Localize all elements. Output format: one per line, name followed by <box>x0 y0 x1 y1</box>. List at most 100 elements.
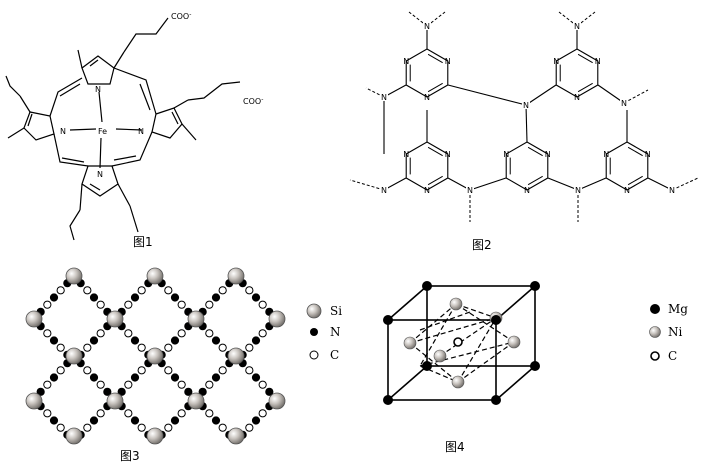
si-atom <box>106 392 124 410</box>
label-backdrop <box>573 21 581 30</box>
legend-mg-label: Mg <box>668 302 688 316</box>
double-bond <box>577 53 593 64</box>
mg-atom <box>422 361 432 371</box>
n-atom <box>251 373 261 382</box>
figure2-caption: 图2 <box>472 238 492 252</box>
n-atom <box>170 416 180 425</box>
triazine-ring <box>555 48 599 98</box>
n-atom <box>89 416 99 425</box>
n-bridge-bond <box>577 177 607 191</box>
ring-n-atom-label: N <box>595 57 601 66</box>
ring-n-atom-label: N <box>553 57 559 66</box>
label-backdrop <box>466 185 474 194</box>
figure3-network-lattice <box>25 267 286 445</box>
legend-n-dot <box>310 328 318 336</box>
n-atom <box>211 336 221 345</box>
c-atom-center <box>453 337 463 347</box>
c-atom <box>137 423 146 432</box>
si-atom <box>187 392 205 410</box>
c-atom <box>258 300 267 309</box>
n-atom <box>265 387 274 396</box>
c-atom <box>43 300 52 309</box>
c-atom <box>218 423 227 432</box>
n-atom <box>89 293 99 302</box>
ring-n-atom-label: N <box>403 150 409 159</box>
c-atom <box>137 343 146 352</box>
mg-atom <box>383 395 393 405</box>
c-atom <box>83 423 92 432</box>
dangling-bond <box>576 11 596 27</box>
c-atom <box>205 329 214 338</box>
n-atom <box>211 416 221 425</box>
si-atom <box>65 347 83 365</box>
n-atom <box>251 293 261 302</box>
bridge-n-atom-label: N <box>575 186 581 195</box>
figure4-unit-cell <box>383 281 540 405</box>
ring-n-atom-label: N <box>524 186 530 195</box>
si-atom <box>65 267 83 285</box>
bridge-n-atom-label: N <box>381 186 387 195</box>
c-atom <box>43 380 52 389</box>
ring-n-atom-label: N <box>603 150 609 159</box>
ring-n-atom-label: N <box>574 93 580 102</box>
n-atom <box>36 387 45 396</box>
c-atom <box>164 366 173 375</box>
n-atom <box>211 293 221 302</box>
double-bond <box>427 146 443 157</box>
c-atom <box>164 343 173 352</box>
c-atom <box>164 423 173 432</box>
double-bond <box>427 175 443 186</box>
label-backdrop <box>668 185 676 194</box>
n-atom <box>251 416 261 425</box>
ring-n-atom-label: N <box>424 186 430 195</box>
n-atom <box>184 387 193 396</box>
figure1-caption: 图1 <box>133 235 153 249</box>
mg-atom <box>491 315 501 325</box>
c-atom <box>205 300 214 309</box>
bridge-n-atom-label: N <box>381 93 387 102</box>
label-backdrop <box>423 21 431 30</box>
si-atom <box>106 310 124 328</box>
n-bridge-bond <box>547 177 579 191</box>
c-atom <box>245 343 254 352</box>
legend-ni-sphere <box>649 326 661 338</box>
ring-n-atom-label: N <box>445 150 451 159</box>
n-bridge-bond <box>447 84 527 106</box>
n-atom <box>130 416 140 425</box>
triazine-ring <box>605 141 649 191</box>
c-atom <box>124 380 133 389</box>
dangling-bond <box>623 89 649 104</box>
c-atom <box>245 366 254 375</box>
ni-atom <box>449 297 463 311</box>
double-bond <box>577 82 593 93</box>
c-atom <box>137 366 146 375</box>
legend-n-label: N <box>330 325 341 339</box>
si-atom <box>25 310 43 328</box>
c-atom <box>124 300 133 309</box>
ring-n-atom-label: N <box>624 186 630 195</box>
n-atom <box>130 293 140 302</box>
si-atom <box>65 427 83 445</box>
double-bond <box>427 82 443 93</box>
c-atom <box>177 380 186 389</box>
c-atom <box>218 286 227 295</box>
c-atom <box>177 329 186 338</box>
label-backdrop <box>380 92 388 101</box>
bridge-n-atom-label: N <box>424 22 430 31</box>
ni-atom <box>451 375 465 389</box>
c-atom <box>43 329 52 338</box>
n-atom <box>49 293 59 302</box>
c-atom <box>205 409 214 418</box>
figure4-caption: 图4 <box>445 440 465 454</box>
n-atom <box>49 416 59 425</box>
c-atom <box>96 329 105 338</box>
label-backdrop <box>620 98 628 107</box>
triazine-ring <box>405 48 449 98</box>
label-backdrop <box>522 100 530 109</box>
dangling-bond <box>408 11 428 27</box>
ring-n-atom-label: N <box>645 150 651 159</box>
n-bridge-bond <box>597 84 625 104</box>
n-atom <box>211 373 221 382</box>
legend-c-dot <box>309 350 319 360</box>
